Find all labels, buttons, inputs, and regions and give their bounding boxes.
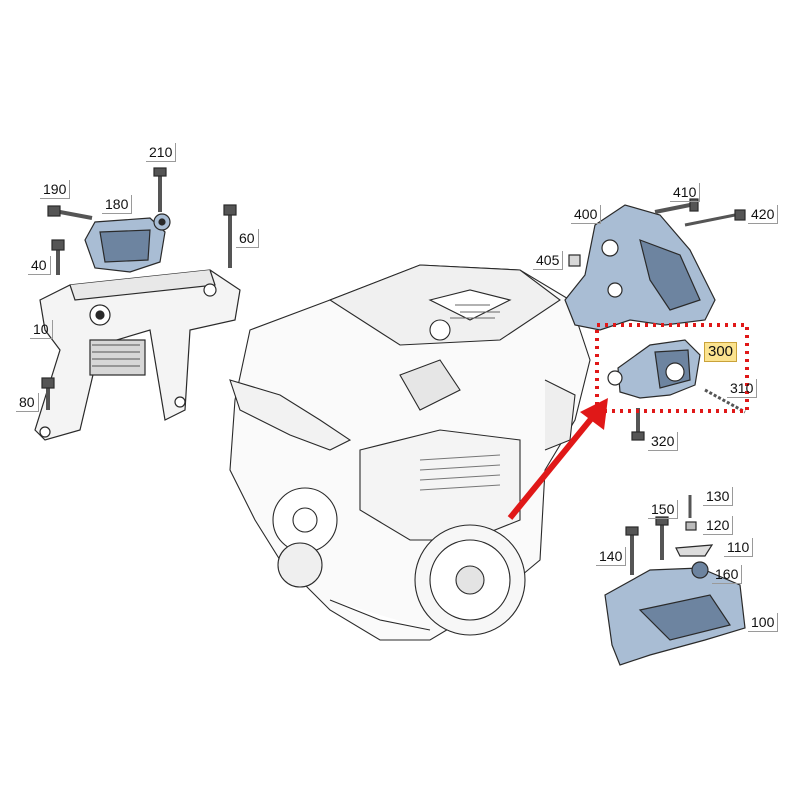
highlight-box [595,323,749,413]
label-100: 100 [748,613,779,632]
label-130: 130 [703,487,734,506]
label-190: 190 [40,180,71,199]
label-10: 10 [30,320,53,339]
label-310: 310 [727,379,758,398]
label-110: 110 [724,538,754,557]
label-80: 80 [16,393,39,412]
pointer-arrow-head [580,398,608,430]
label-60: 60 [236,229,259,248]
label-210: 210 [146,143,177,162]
label-140: 140 [596,547,627,566]
label-40: 40 [28,256,51,275]
label-410: 410 [670,183,701,202]
label-150: 150 [648,500,679,519]
label-420: 420 [748,205,779,224]
bracket-400 [564,198,746,331]
left-mount-assembly [34,167,241,441]
label-400: 400 [571,205,602,224]
label-320: 320 [648,432,679,451]
label-120: 120 [703,516,734,535]
label-405: 405 [533,251,564,270]
pointer-arrow [507,406,603,520]
label-180: 180 [102,195,133,214]
engine-mount-300 [607,339,746,441]
label-160: 160 [712,565,743,584]
label-300: 300 [704,342,738,362]
transmission-mount-100 [604,495,746,666]
engine-drawing [229,264,591,641]
